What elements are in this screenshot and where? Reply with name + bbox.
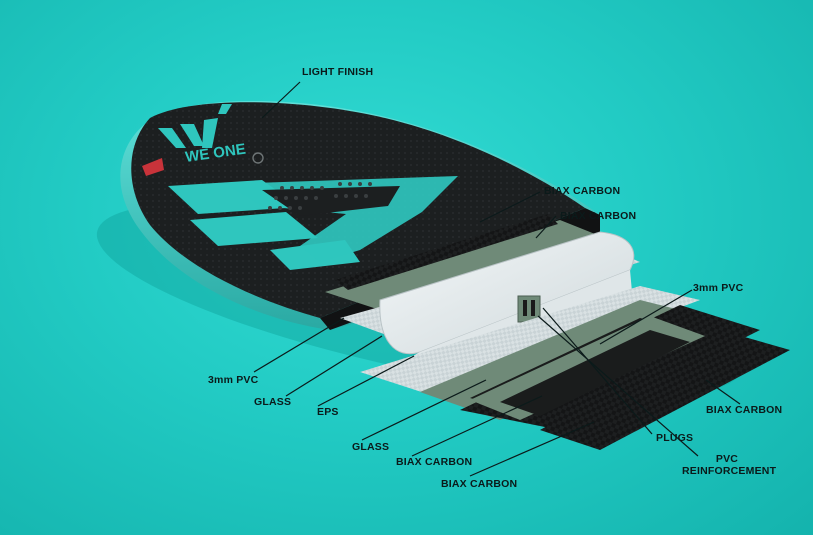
label-biax-carbon-4: BIAX CARBON (441, 478, 518, 490)
we-one-logo-mark (158, 104, 232, 148)
deck-chevron-inner (262, 186, 400, 216)
label-biax-carbon-right: BIAX CARBON (706, 404, 783, 416)
label-3mm-pvc-right: 3mm PVC (693, 282, 744, 294)
deck-badge-icon (252, 152, 264, 164)
label-3mm-pvc-left: 3mm PVC (208, 374, 259, 386)
insert-holes (268, 182, 372, 210)
label-glass-2: GLASS (352, 441, 390, 453)
leader-lines (253, 81, 741, 477)
layer-bottom-carbon-3 (540, 330, 790, 450)
label-pvc-reinforcement-line2: REINFORCEMENT (682, 465, 777, 477)
label-glass-1: GLASS (254, 396, 292, 408)
plug-insert-slot-1 (523, 300, 527, 316)
label-biax-carbon-3: BIAX CARBON (396, 456, 473, 468)
label-biax-carbon-2: BIAX CARBON (560, 210, 637, 222)
label-plugs: PLUGS (656, 432, 694, 444)
layer-bottom-carbon-2 (500, 330, 690, 416)
label-light-finish: LIGHT FINISH (302, 66, 374, 78)
layer-top-carbon-2 (335, 214, 558, 290)
deck-stripe-2 (190, 212, 318, 246)
nose-red-accent (142, 158, 164, 176)
label-eps: EPS (317, 406, 339, 418)
label-biax-carbon-1: BIAX CARBON (544, 185, 621, 197)
label-pvc-reinforcement: PVC REINFORCEMENT (682, 453, 777, 477)
layer-top-sage (325, 220, 610, 310)
plug-insert-slot-2 (531, 300, 535, 316)
label-pvc-reinforcement-line1: PVC (715, 453, 739, 465)
